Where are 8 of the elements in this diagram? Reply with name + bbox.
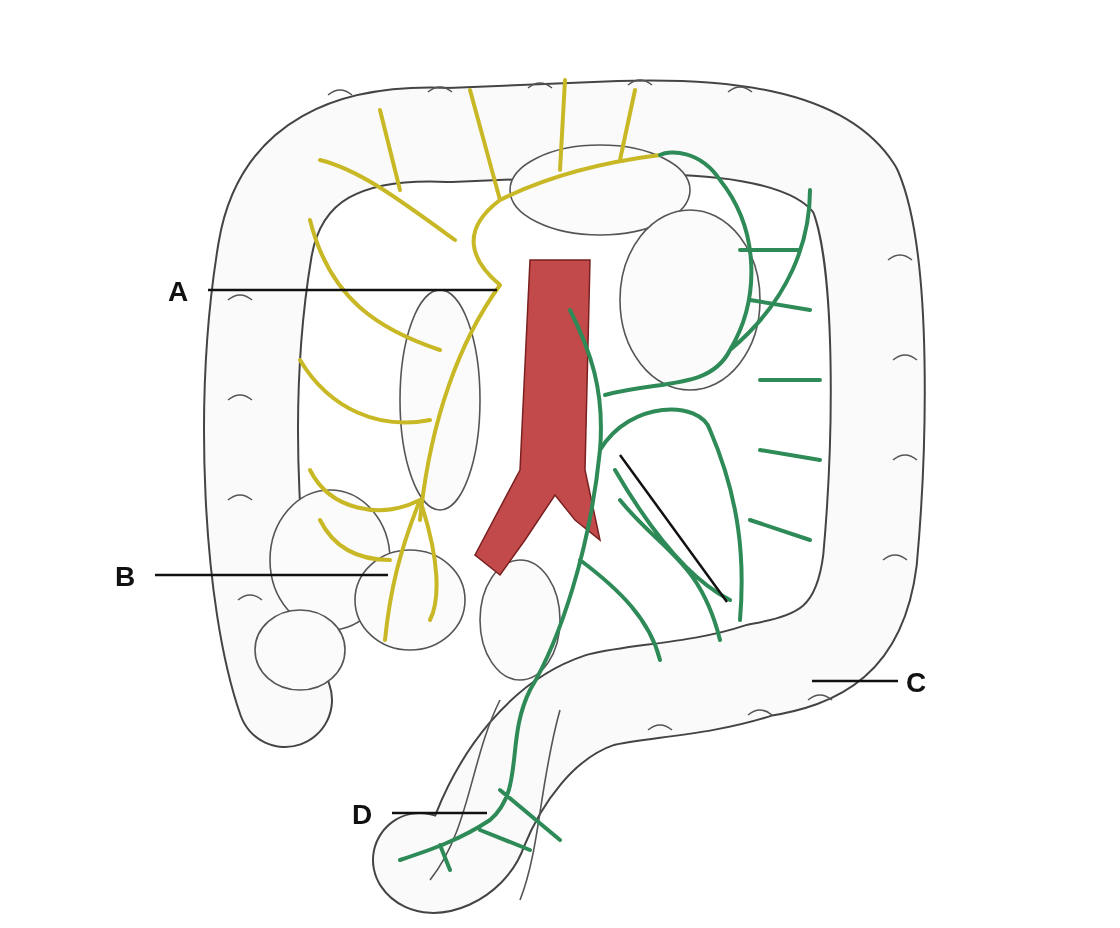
- callout-letter: D: [352, 800, 373, 830]
- leader-line: [208, 288, 497, 292]
- leader-line: [155, 573, 388, 577]
- callout-letter: C: [906, 668, 927, 698]
- callout-letter: B: [115, 562, 136, 592]
- leader-line: [812, 679, 898, 683]
- callout-letter: A: [168, 277, 189, 307]
- leader-line: [392, 811, 487, 815]
